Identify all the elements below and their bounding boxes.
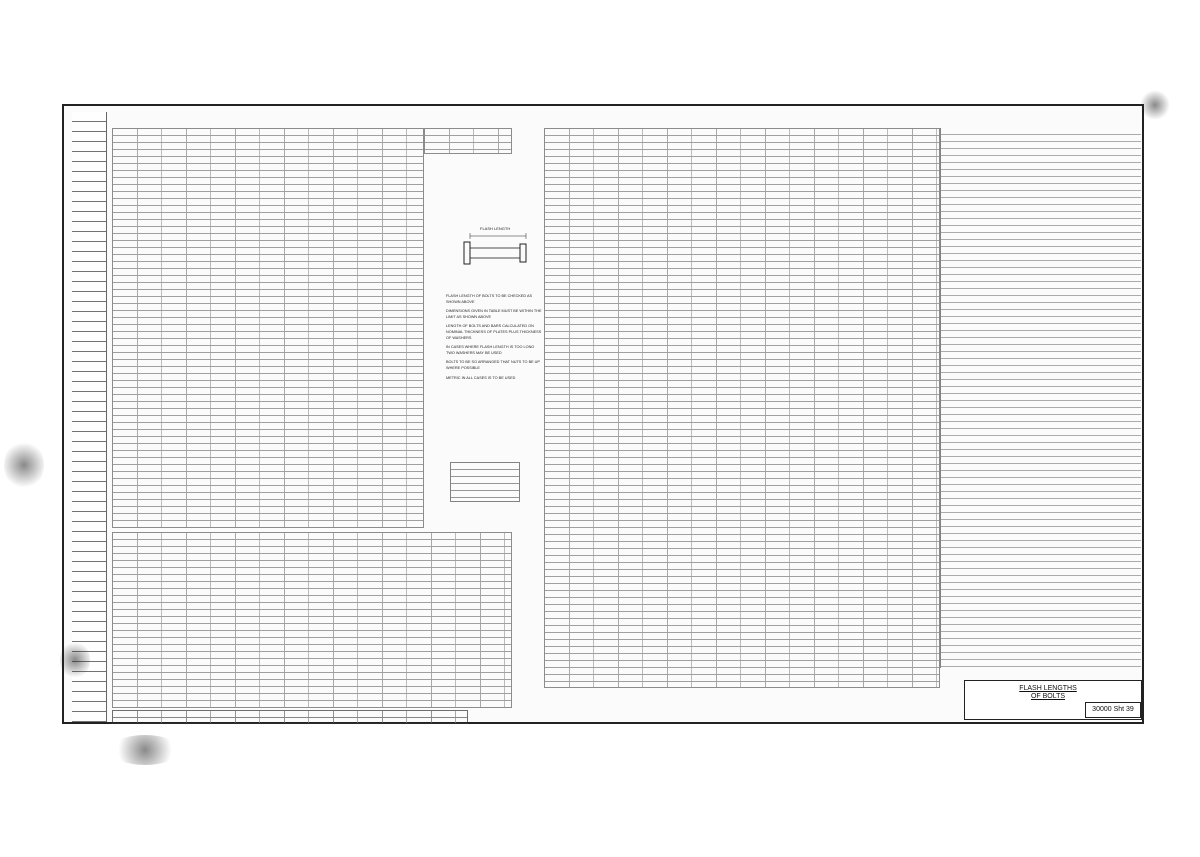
washer-size-table — [450, 462, 520, 502]
blank-ruled-grid — [940, 128, 1141, 668]
drawing-title: FLASH LENGTHS OF BOLTS — [1013, 685, 1083, 701]
bolt-diagram-label: FLASH LENGTH — [480, 226, 511, 231]
ink-smudge — [60, 640, 90, 680]
drawing-notes: FLASH LENGTH OF BOLTS TO BE CHECKED AS S… — [446, 294, 542, 385]
revision-strip — [72, 112, 107, 722]
note-1: FLASH LENGTH OF BOLTS TO BE CHECKED AS S… — [446, 294, 533, 304]
note-6: METRIC IN ALL CASES IS TO BE USED — [446, 375, 516, 380]
bolt-diagram-svg — [463, 233, 527, 265]
drawing-title-line-2: OF BOLTS — [1030, 693, 1066, 700]
ink-smudge — [110, 735, 180, 765]
note-5: BOLTS TO BE SO ARRANGED THAT NUTS TO BE … — [446, 360, 540, 370]
ink-smudge — [4, 440, 44, 490]
bolt-table-panel-small — [424, 128, 512, 154]
note-2: DIMENSIONS GIVEN IN TABLE MUST BE WITHIN… — [446, 309, 542, 319]
bolt-table-panel-center-right — [544, 128, 940, 688]
note-3: LENGTH OF BOLTS AND BARS CALCULATED ON N… — [446, 324, 542, 340]
title-block: FLASH LENGTHS OF BOLTS 30000 Sht 39 — [964, 680, 1142, 720]
ink-smudge — [1140, 90, 1170, 120]
drawing-number: 30000 Sht 39 — [1085, 702, 1141, 718]
drawing-title-line-1: FLASH LENGTHS — [1019, 685, 1077, 692]
bolt-table-panel-lower-left — [112, 532, 512, 708]
bolt-diagram: FLASH LENGTH — [450, 224, 540, 270]
note-4: IN CASES WHERE FLASH LENGTH IS TOO LONG … — [446, 345, 535, 355]
bolt-table-panel-upper-left — [112, 128, 424, 528]
revision-block-bottom — [112, 710, 468, 724]
